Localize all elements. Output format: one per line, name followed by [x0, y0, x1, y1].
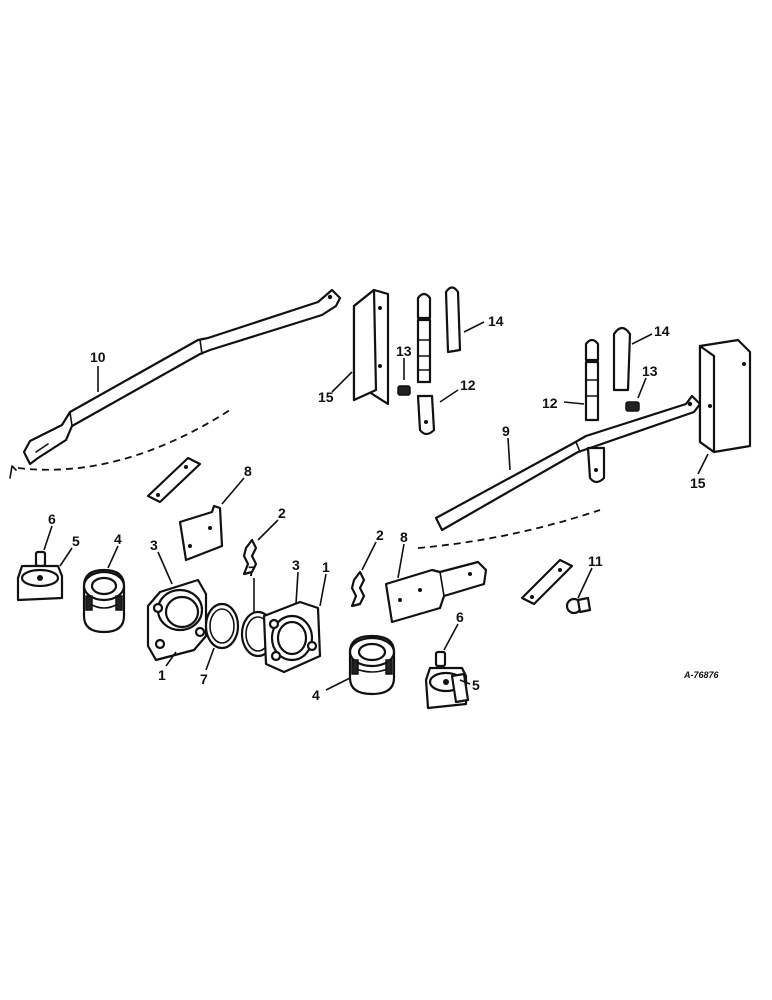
callout-3-left: 3 [150, 537, 158, 553]
shank-14-right [612, 326, 632, 392]
bolt-11 [565, 596, 592, 615]
callout-7-right: 7 [248, 563, 256, 579]
callout-2-left: 2 [278, 505, 286, 521]
callout-12-left: 12 [460, 377, 476, 393]
pin-6-right [434, 650, 447, 668]
callout-9: 9 [502, 423, 510, 439]
flange-housing-1-3-left [146, 578, 208, 662]
link-assembly-12-right [584, 338, 606, 484]
callout-15-right: 15 [690, 475, 706, 491]
callout-10: 10 [90, 349, 106, 365]
callout-8-right: 8 [400, 529, 408, 545]
callout-11: 11 [588, 553, 603, 569]
bearing-4-left [82, 568, 126, 634]
drawing-reference-number: A-76876 [683, 670, 720, 680]
callout-1-right: 1 [322, 559, 330, 575]
callout-labels: 10 15 13 12 14 14 13 12 9 15 8 2 6 5 4 3… [48, 313, 706, 703]
link-assembly-12-left [416, 292, 436, 436]
shim-2-right [350, 570, 366, 608]
callout-13-right: 13 [642, 363, 658, 379]
callout-15-left: 15 [318, 389, 334, 405]
callout-4-left: 4 [114, 531, 122, 547]
callout-7-left: 7 [200, 671, 208, 687]
seal-ring-7-left-inner [209, 608, 235, 644]
callout-8-left: 8 [244, 463, 252, 479]
shank-14-left [444, 286, 462, 354]
callout-12-right: 12 [542, 395, 558, 411]
callout-6-right: 6 [456, 609, 464, 625]
callout-2-right: 2 [376, 527, 384, 543]
angle-plate-15-left [352, 288, 390, 406]
callout-5-right: 5 [472, 677, 480, 693]
angle-plate-15-right [698, 338, 752, 454]
bracket-mark-10 [9, 465, 17, 479]
strap-10 [146, 456, 202, 504]
spring-13-left [397, 385, 411, 396]
seal-ring-7-left [204, 602, 240, 650]
coupler-5-right [424, 666, 470, 710]
pin-6-left [34, 550, 47, 568]
callout-13-left: 13 [396, 343, 412, 359]
bar-9 [434, 394, 702, 532]
leader-lines [43, 321, 709, 691]
dashed-leader-10 [17, 409, 231, 471]
bearing-4-right [348, 634, 396, 696]
coupler-5-left [16, 564, 64, 602]
bar-10 [22, 288, 342, 466]
flange-housing-1-3-right [262, 600, 322, 674]
callout-1-left: 1 [158, 667, 166, 683]
callout-5-left: 5 [72, 533, 80, 549]
callout-3-right: 3 [292, 557, 300, 573]
callout-4-right: 4 [312, 687, 320, 703]
callout-14-right: 14 [654, 323, 670, 339]
shim-2-left [242, 538, 258, 576]
strap-9 [520, 558, 574, 606]
bracket-8-left [178, 504, 224, 562]
callout-14-left: 14 [488, 313, 504, 329]
callout-6-left: 6 [48, 511, 56, 527]
spring-13-right [625, 401, 640, 412]
bracket-8-right [384, 560, 488, 624]
